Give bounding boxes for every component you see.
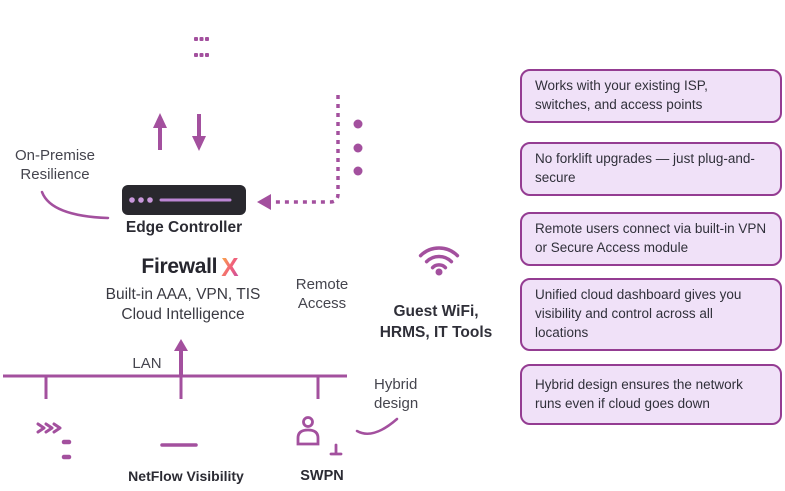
on-premise-line2: Resilience	[20, 166, 90, 183]
firewall-subtitle: Built-in AAA, VPN, TIS Cloud Intelligenc…	[83, 285, 283, 325]
vertical-ellipsis-icon	[353, 119, 363, 176]
cloud-ellipsis-icon	[194, 37, 209, 57]
hybrid-curve	[355, 417, 399, 435]
user-icon	[296, 416, 320, 446]
desk-stand-icon	[329, 443, 343, 456]
callout-no-forklift-text: No forklift upgrades — just plug-and-sec…	[535, 151, 755, 185]
lan-label: LAN	[132, 355, 162, 372]
firewall-logo: Firewall X	[110, 254, 270, 280]
firewall-logo-x: X	[221, 252, 239, 282]
callout-no-forklift: No forklift upgrades — just plug-and-sec…	[520, 142, 782, 196]
callout-hybrid-design: Hybrid design ensures the network runs e…	[520, 364, 782, 425]
guest-wifi-line1: Guest WiFi,	[393, 303, 479, 320]
callout-unified-dashboard-text: Unified cloud dashboard gives you visibi…	[535, 287, 742, 340]
download-arrow-icon	[192, 114, 206, 151]
firewall-subtitle-line1: Built-in AAA, VPN, TIS	[105, 286, 261, 303]
callout-existing-isp: Works with your existing ISP, switches, …	[520, 69, 782, 123]
hybrid-design-line1: Hybrid	[374, 376, 418, 393]
lan-uplink-arrow-icon	[174, 339, 188, 376]
wifi-icon	[418, 246, 460, 276]
callout-remote-users: Remote users connect via built-in VPN or…	[520, 212, 782, 266]
firewall-subtitle-line2: Cloud Intelligence	[121, 306, 245, 323]
callout-remote-users-text: Remote users connect via built-in VPN or…	[535, 221, 767, 255]
switch-activity-icon	[36, 422, 72, 460]
dashed-connector-arrow-icon	[257, 95, 340, 210]
remote-access-line2: Access	[297, 295, 347, 312]
edge-controller-device-icon	[122, 185, 246, 215]
netflow-visibility-label: NetFlow Visibility	[128, 468, 244, 484]
firewall-logo-name: Firewall	[141, 255, 218, 278]
upload-arrow-icon	[153, 113, 167, 150]
guest-wifi-line2: HRMS, IT Tools	[379, 324, 493, 341]
callout-existing-isp-text: Works with your existing ISP, switches, …	[535, 78, 708, 112]
callout-hybrid-design-text: Hybrid design ensures the network runs e…	[535, 376, 743, 411]
hybrid-design-line2: design	[374, 395, 419, 412]
remote-access-label: Remote Access	[287, 275, 357, 313]
on-premise-line1: On-Premise	[14, 147, 96, 164]
on-premise-curve	[40, 190, 110, 220]
lan-bus-icon	[3, 374, 347, 399]
remote-access-line1: Remote	[295, 276, 349, 293]
swpn-label: SWPN	[300, 468, 344, 484]
hybrid-design-label: Hybrid design	[374, 375, 430, 413]
callout-unified-dashboard: Unified cloud dashboard gives you visibi…	[520, 278, 782, 351]
guest-wifi-label: Guest WiFi, HRMS, IT Tools	[357, 301, 515, 343]
edge-controller-label: Edge Controller	[125, 219, 243, 236]
on-premise-resilience-label: On-Premise Resilience	[8, 146, 102, 184]
